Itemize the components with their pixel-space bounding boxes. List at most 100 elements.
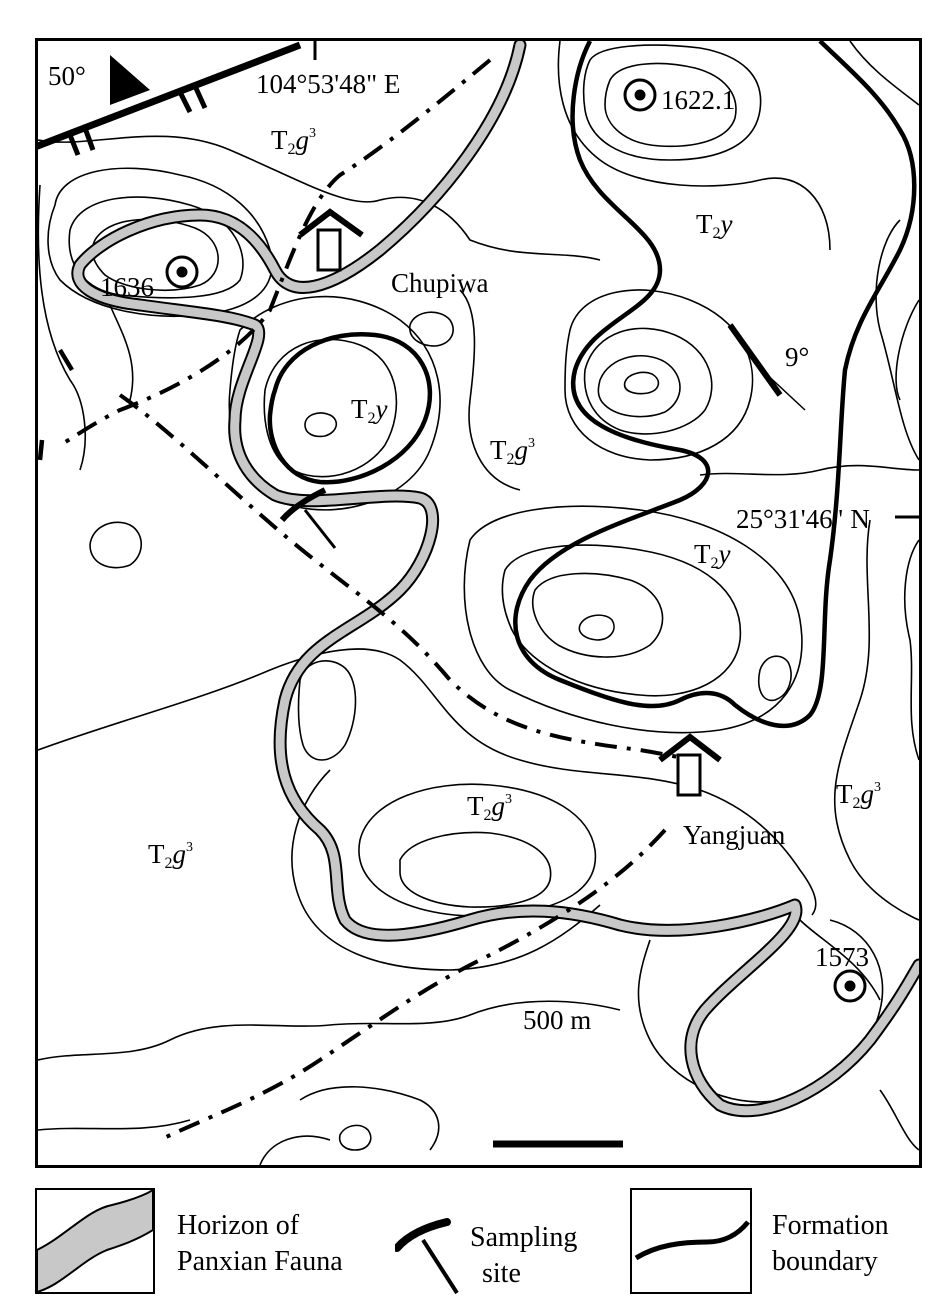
sampling-site-shaft xyxy=(316,228,342,272)
contour-line xyxy=(299,1086,440,1151)
formation-label-t2g3: T2g3 xyxy=(271,125,316,158)
summit-center-dot xyxy=(844,980,856,992)
formation-label-t2g3: T2g3 xyxy=(148,839,193,872)
thrust-tick xyxy=(82,127,96,151)
orientation-label: 50° xyxy=(48,61,86,91)
thrust-tick xyxy=(177,90,193,114)
formation-label-t2y: T2y xyxy=(694,539,731,572)
contour-line xyxy=(38,648,817,916)
contour-line xyxy=(459,289,521,491)
contour-line xyxy=(358,783,597,917)
elevation-label: 1622.1 xyxy=(661,85,736,115)
sampling-site-symbols xyxy=(279,208,722,797)
thrust-tick xyxy=(192,84,208,110)
dip-strike-line xyxy=(727,323,783,397)
strike-dip-symbols xyxy=(38,41,919,519)
contour-line xyxy=(291,769,601,971)
fault-line xyxy=(59,58,492,447)
contour-line xyxy=(583,327,713,435)
contour-line xyxy=(109,304,134,401)
contour-line xyxy=(557,41,831,251)
contour-line xyxy=(879,1089,919,1151)
formation-label-t2g3: T2g3 xyxy=(836,779,881,812)
sampling-site-hammer xyxy=(279,487,327,523)
formation-boundary xyxy=(267,332,433,485)
contour-line xyxy=(38,1000,621,1061)
contour-line xyxy=(903,539,919,761)
contour-line xyxy=(228,295,441,511)
horizon-band xyxy=(73,41,919,1116)
contour-line xyxy=(604,62,737,148)
contour-line xyxy=(38,1119,191,1131)
sampling-site-handle xyxy=(303,509,337,549)
thick-line-icon xyxy=(634,1220,750,1261)
contour-line xyxy=(47,167,273,318)
formation-boundary xyxy=(58,348,74,372)
sampling-site-icon xyxy=(658,733,722,763)
summit-center-dot xyxy=(176,266,188,278)
summit-center-dot xyxy=(634,89,646,101)
formation-label-t2y: T2y xyxy=(351,394,388,427)
place-label-chupiwa: Chupiwa xyxy=(391,268,489,298)
summit-marker-icon xyxy=(165,255,199,289)
legend-label-horizon: Horizon of Panxian Fauna xyxy=(177,1210,343,1277)
fault-line xyxy=(159,828,667,1142)
contour-line xyxy=(463,505,803,734)
formation-label-t2g3: T2g3 xyxy=(467,791,512,824)
contour-line xyxy=(895,299,919,401)
contour-line xyxy=(89,521,143,569)
contour-line xyxy=(409,311,454,347)
contour-line xyxy=(699,464,919,476)
formation-boundary xyxy=(513,41,917,729)
formation-label-t2g3: T2g3 xyxy=(490,435,535,468)
contour-line xyxy=(578,614,615,641)
contour-lines xyxy=(38,41,919,1165)
contour-line xyxy=(582,44,762,161)
legend-label-sampling: Sampling site xyxy=(470,1222,578,1289)
elevation-label: 1573 xyxy=(815,942,869,972)
formation-label-t2y: T2y xyxy=(696,209,733,242)
dip-direction-line xyxy=(761,369,806,411)
latitude-label: 25°31'46" N xyxy=(736,504,870,534)
contour-line xyxy=(399,831,552,908)
sampling-site-icon xyxy=(298,208,364,238)
summit-marker-icon xyxy=(623,78,657,112)
formation-boundary xyxy=(38,439,45,461)
contour-line xyxy=(849,41,919,106)
contour-line xyxy=(758,655,792,702)
contour-line xyxy=(304,412,338,438)
longitude-label: 104°53'48" E xyxy=(256,69,401,99)
map-frame: 50° 104°53'48" E 25°31'46" N 9° Chupiwa … xyxy=(35,38,922,1168)
gray-band-icon xyxy=(36,1188,154,1294)
legend-swatch-horizon xyxy=(35,1188,155,1294)
fault-lines xyxy=(59,58,701,1142)
sampling-site-shaft xyxy=(676,753,702,797)
summit-marker-icon xyxy=(833,969,867,1003)
contour-line xyxy=(531,572,664,658)
contour-line xyxy=(38,184,86,471)
scale-bar-label: 500 m xyxy=(523,1005,592,1035)
thrust-line xyxy=(38,41,302,150)
contour-line xyxy=(875,219,919,461)
north-arrow-icon xyxy=(110,55,150,105)
elevation-label: 1636 xyxy=(100,272,154,302)
summit-markers xyxy=(165,78,867,1003)
contour-line xyxy=(623,371,660,395)
topographic-map xyxy=(38,41,919,1165)
horizon-band-outline xyxy=(71,41,919,1118)
contour-line xyxy=(564,289,754,461)
contour-line xyxy=(338,1124,372,1151)
contour-line xyxy=(259,1135,331,1165)
panxian-fauna-horizon xyxy=(71,41,919,1118)
legend-label-boundary: Formation boundary xyxy=(772,1210,889,1277)
legend: Horizon of Panxian Fauna Sampling site F… xyxy=(0,1180,941,1306)
contour-line xyxy=(799,919,881,1001)
thrust-tick xyxy=(67,134,81,156)
place-label-yangjuan: Yangjuan xyxy=(683,820,786,850)
hammer-icon xyxy=(395,1218,459,1295)
formation-boundaries xyxy=(38,41,917,729)
contour-line xyxy=(833,519,919,921)
dip-label: 9° xyxy=(785,342,810,372)
contour-line xyxy=(297,660,357,761)
legend-swatch-boundary xyxy=(630,1188,752,1294)
